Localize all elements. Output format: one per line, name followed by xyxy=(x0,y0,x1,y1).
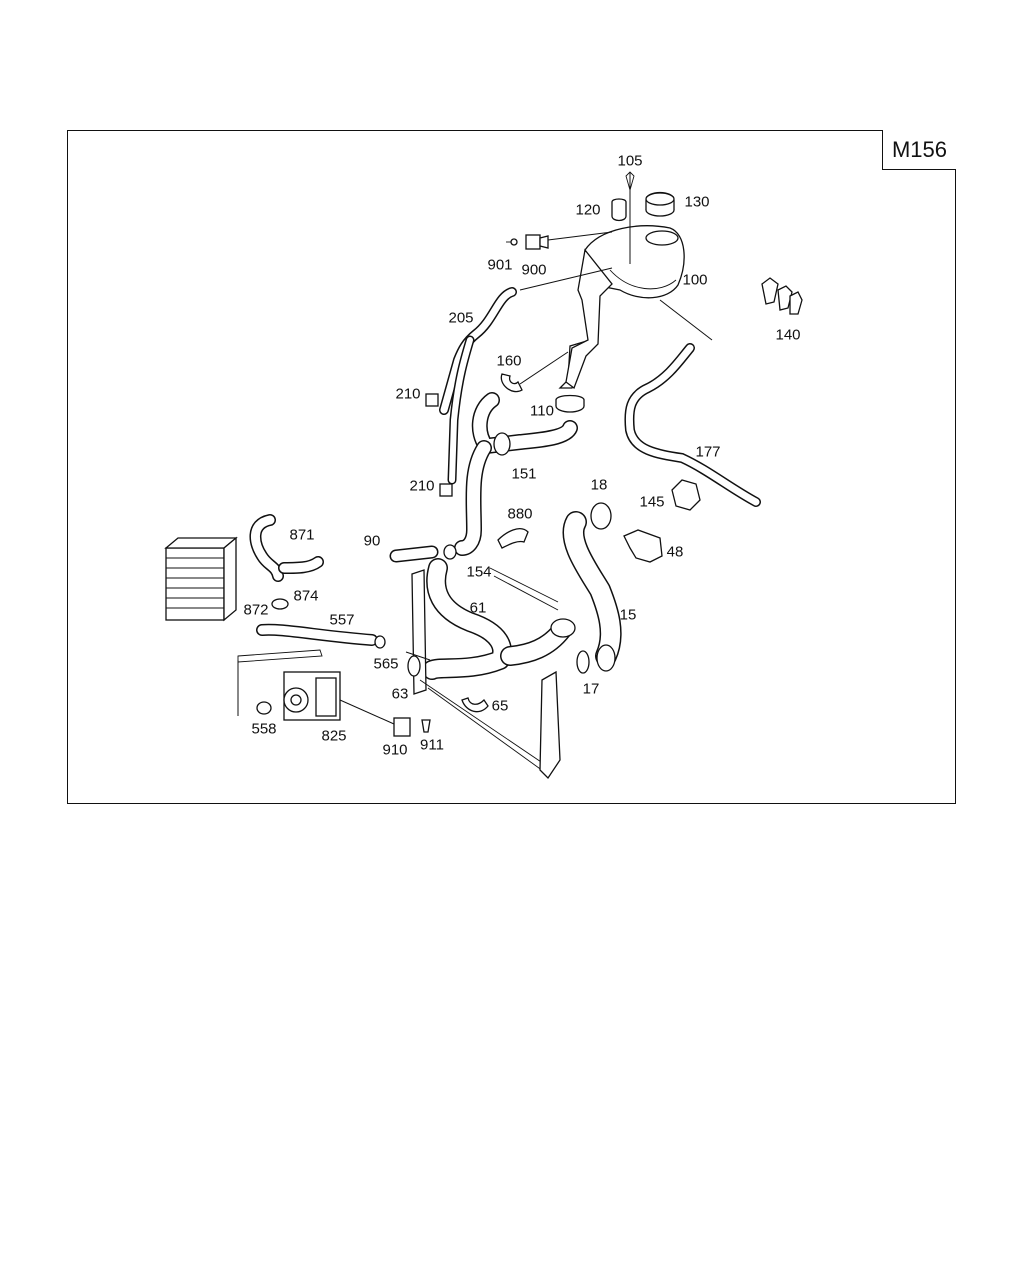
callout-901: 901 xyxy=(487,256,513,274)
callout-100: 100 xyxy=(682,271,708,289)
callout-558: 558 xyxy=(251,720,277,738)
level-sensor xyxy=(506,234,549,250)
callout-210-upper: 210 xyxy=(395,385,421,403)
callout-565: 565 xyxy=(373,655,399,673)
callout-205: 205 xyxy=(448,309,474,327)
plug xyxy=(611,198,627,222)
callout-145: 145 xyxy=(639,493,665,511)
callout-61: 61 xyxy=(469,599,487,617)
expansion-tank xyxy=(558,225,685,390)
clamp-65 xyxy=(461,697,489,713)
callout-910: 910 xyxy=(382,741,408,759)
bracket-48 xyxy=(623,529,663,563)
connector-910 xyxy=(393,717,431,737)
engine-code: M156 xyxy=(891,136,948,162)
grommet xyxy=(555,394,585,413)
clip xyxy=(625,171,635,192)
clamp-set xyxy=(761,277,803,315)
callout-140: 140 xyxy=(775,326,801,344)
callout-154: 154 xyxy=(466,563,492,581)
o-ring-17 xyxy=(576,650,590,674)
filler-cap xyxy=(645,191,675,217)
engine-code-box: M156 xyxy=(882,130,956,170)
hose-clamp-160 xyxy=(500,373,523,393)
callout-160: 160 xyxy=(496,352,522,370)
clip-210b xyxy=(439,483,453,497)
oil-cooler xyxy=(164,536,238,622)
o-ring-18 xyxy=(590,502,612,530)
diagram-frame xyxy=(67,130,956,804)
callout-911: 911 xyxy=(420,736,444,754)
callout-63: 63 xyxy=(391,685,409,703)
o-ring-63 xyxy=(407,655,421,677)
bracket-145 xyxy=(671,479,701,511)
pipe-871 xyxy=(249,514,324,610)
callout-880: 880 xyxy=(507,505,533,523)
callout-105: 105 xyxy=(617,152,643,170)
callout-151: 151 xyxy=(511,465,537,483)
lower-hose-15 xyxy=(562,511,622,672)
leader-lines xyxy=(237,172,713,725)
callout-900: 900 xyxy=(521,261,547,279)
overflow-hose xyxy=(624,343,761,507)
o-ring-154 xyxy=(443,544,457,560)
hose-557 xyxy=(256,623,386,649)
callout-15: 15 xyxy=(619,606,637,624)
callout-17: 17 xyxy=(582,680,600,698)
callout-825: 825 xyxy=(321,727,347,745)
callout-557: 557 xyxy=(329,611,355,629)
radiator-hose-61 xyxy=(422,558,576,680)
callout-110: 110 xyxy=(530,402,554,420)
hose-clamp-880 xyxy=(497,528,529,549)
callout-177: 177 xyxy=(695,443,721,461)
callout-871: 871 xyxy=(289,526,315,544)
callout-130: 130 xyxy=(684,193,710,211)
callout-872: 872 xyxy=(243,601,269,619)
callout-65: 65 xyxy=(491,697,509,715)
clip-210a xyxy=(425,393,439,407)
sealing-ring-558 xyxy=(256,701,272,715)
callout-210-lower: 210 xyxy=(409,477,435,495)
vent-hose xyxy=(439,287,517,485)
hose-90 xyxy=(389,545,439,563)
callout-874: 874 xyxy=(293,587,319,605)
callout-120: 120 xyxy=(575,201,601,219)
callout-90: 90 xyxy=(363,532,381,550)
upper-hose-151 xyxy=(454,392,578,556)
callout-48: 48 xyxy=(666,543,684,561)
water-pump xyxy=(237,649,341,721)
callout-18: 18 xyxy=(590,476,608,494)
